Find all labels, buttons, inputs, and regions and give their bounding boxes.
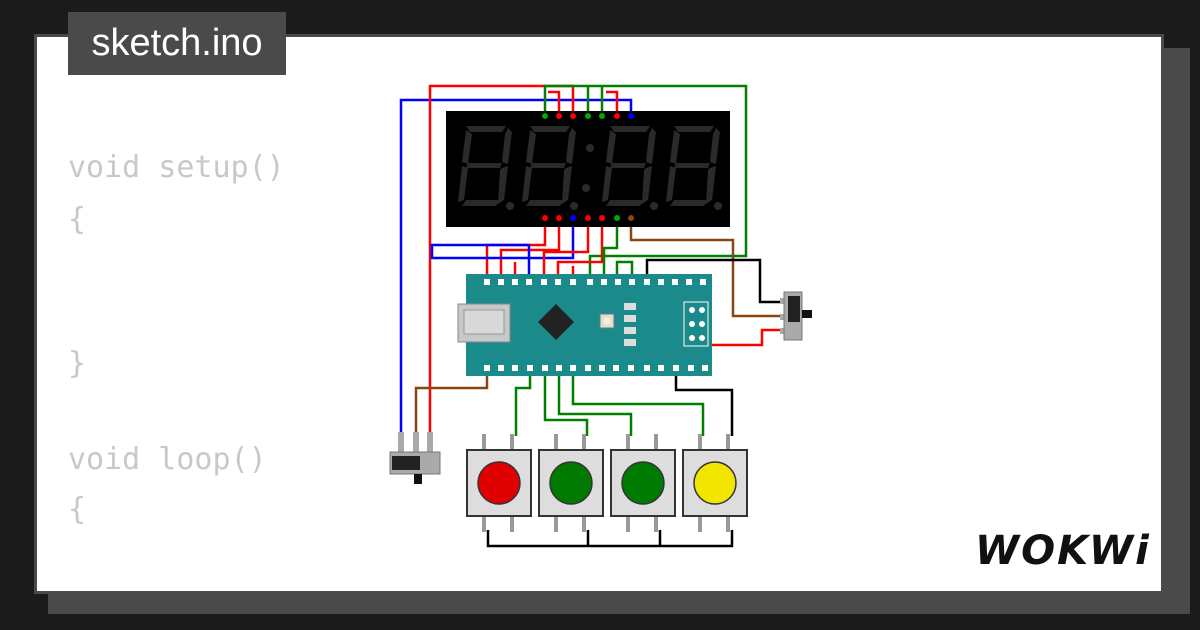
button-cap[interactable] bbox=[621, 461, 665, 505]
button-leg bbox=[698, 516, 702, 532]
pushbuttons bbox=[466, 434, 748, 532]
code-line: { bbox=[68, 202, 87, 237]
button-cap[interactable] bbox=[549, 461, 593, 505]
wire-blue-top bbox=[399, 98, 633, 440]
switch-slider[interactable] bbox=[392, 456, 420, 470]
wire-red-top-outer bbox=[428, 84, 575, 440]
led-rx bbox=[624, 339, 636, 346]
wire-green-btn4 bbox=[571, 370, 705, 436]
button-leg bbox=[510, 434, 514, 450]
code-line: } bbox=[68, 346, 87, 381]
file-tab[interactable]: sketch.ino bbox=[68, 12, 286, 75]
wire-brown-b bbox=[629, 218, 780, 318]
led-tx bbox=[624, 327, 636, 334]
wokwi-logo[interactable]: WOKWi bbox=[975, 528, 1151, 574]
wire-black-top bbox=[645, 258, 782, 304]
yellow-pushbutton[interactable] bbox=[682, 434, 748, 532]
button-leg bbox=[554, 516, 558, 532]
wire-red-b4 bbox=[556, 218, 604, 280]
reset-button-cap bbox=[603, 317, 611, 325]
wire-black-btn bbox=[674, 370, 734, 436]
nano-top-pins bbox=[484, 279, 706, 285]
button-leg bbox=[582, 434, 586, 450]
button-leg bbox=[654, 516, 658, 532]
arduino-nano[interactable] bbox=[457, 274, 712, 376]
wires bbox=[399, 84, 782, 548]
wire-red-top-2 bbox=[606, 90, 619, 116]
display-pins bbox=[542, 113, 634, 221]
green-pushbutton[interactable] bbox=[538, 434, 604, 532]
wire-brown-left bbox=[414, 370, 489, 440]
button-leg bbox=[626, 434, 630, 450]
button-leg bbox=[654, 434, 658, 450]
seven-segment-display[interactable] bbox=[446, 111, 730, 227]
icsp-pins bbox=[689, 307, 705, 341]
display-digits bbox=[458, 126, 722, 210]
button-leg bbox=[626, 516, 630, 532]
icsp-header bbox=[683, 301, 709, 347]
usb-port-inner bbox=[463, 309, 505, 335]
code-line: void setup() bbox=[68, 150, 285, 185]
button-leg bbox=[726, 516, 730, 532]
slide-switch-left[interactable] bbox=[389, 432, 441, 484]
button-leg bbox=[554, 434, 558, 450]
wire-green-c bbox=[615, 260, 634, 280]
nano-bottom-pins bbox=[484, 365, 708, 371]
wire-green-top-outer bbox=[543, 84, 748, 280]
wire-green-b bbox=[602, 218, 619, 280]
code-line: { bbox=[68, 492, 87, 527]
slide-switch-right[interactable] bbox=[780, 291, 812, 341]
button-leg bbox=[482, 434, 486, 450]
button-leg bbox=[582, 516, 586, 532]
wire-red-top bbox=[548, 90, 561, 116]
green-pushbutton[interactable] bbox=[610, 434, 676, 532]
wire-green-btn1 bbox=[514, 370, 532, 436]
code-line: void loop() bbox=[68, 442, 267, 477]
switch-slider[interactable] bbox=[788, 296, 800, 322]
red-pushbutton[interactable] bbox=[466, 434, 532, 532]
wire-red-b3 bbox=[542, 218, 590, 280]
button-cap[interactable] bbox=[693, 461, 737, 505]
mcu-chip bbox=[538, 304, 574, 340]
wire-green-btn2 bbox=[543, 370, 589, 436]
led-l bbox=[624, 303, 636, 310]
wire-black-common bbox=[486, 530, 734, 548]
button-leg bbox=[510, 516, 514, 532]
button-leg bbox=[726, 434, 730, 450]
button-leg bbox=[698, 434, 702, 450]
led-pwr bbox=[624, 315, 636, 322]
button-cap[interactable] bbox=[477, 461, 521, 505]
button-leg bbox=[482, 516, 486, 532]
wire-green-btn3 bbox=[557, 370, 633, 436]
